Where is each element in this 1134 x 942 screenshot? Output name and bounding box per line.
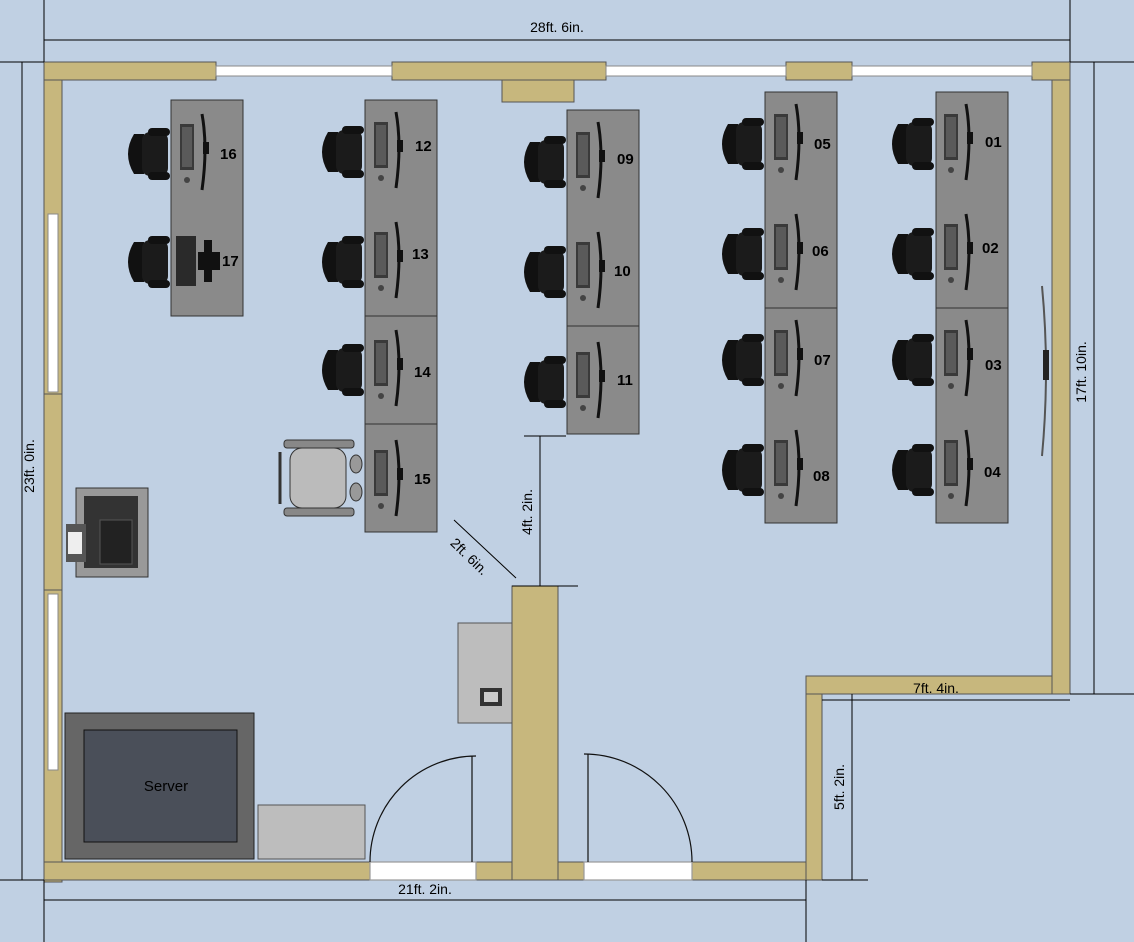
workstation-number: 15	[414, 471, 431, 488]
workstation-16: 16	[128, 112, 237, 192]
dimension-left-height: 23ft. 0in.	[21, 439, 37, 493]
workstation-number: 06	[812, 243, 829, 260]
windows	[43, 65, 1033, 771]
workstation-number: 07	[814, 352, 831, 369]
workstation-12: 12	[322, 110, 432, 190]
workstation-03: 03	[892, 318, 1002, 398]
dimension-notch-height: 5ft. 2in.	[831, 764, 847, 810]
workstation-11: 11	[524, 340, 633, 420]
workstation-number: 12	[415, 138, 432, 155]
workstation-number: 14	[414, 364, 431, 381]
workstation-07: 07	[722, 318, 831, 398]
workstation-number: 05	[814, 136, 831, 153]
workstation-14: 14	[322, 328, 431, 408]
workstation-06: 06	[722, 212, 829, 292]
workstation-number: 03	[985, 357, 1002, 374]
workstation-number: 10	[614, 263, 631, 280]
workstation-01: 01	[892, 102, 1002, 182]
dimension-right-height: 17ft. 10in.	[1073, 341, 1089, 403]
workstation-number: 11	[617, 372, 633, 389]
dimension-diagonal: 2ft. 6in.	[447, 535, 491, 578]
workstation-number: 01	[985, 134, 1002, 151]
dimension-aisle: 4ft. 2in.	[519, 489, 535, 535]
workstation-number: 16	[220, 146, 237, 163]
workstation-09: 09	[524, 120, 634, 200]
workstation-number: 08	[813, 468, 830, 485]
workstation-13: 13	[322, 220, 429, 300]
workstation-05: 05	[722, 102, 831, 182]
server-label: Server	[144, 778, 188, 795]
dimension-top-width: 28ft. 6in.	[530, 19, 584, 35]
dimension-notch-width: 7ft. 4in.	[913, 680, 959, 696]
workstation-02: 02	[892, 212, 999, 292]
workstation-number: 02	[982, 240, 999, 257]
workstation-number: 09	[617, 151, 634, 168]
storage-cabinet	[257, 804, 366, 860]
workstation-10: 10	[524, 230, 631, 310]
printer	[66, 487, 149, 578]
desks	[170, 91, 1009, 533]
wheelchair-icon	[278, 439, 363, 517]
teacher-desk	[457, 622, 513, 724]
workstation-04: 04	[892, 428, 1001, 508]
workstation-17: 17	[128, 236, 239, 288]
workstation-number: 17	[222, 253, 239, 270]
workstation-15: 15	[278, 438, 431, 518]
workstation-08: 08	[722, 428, 830, 508]
server-rack: Server	[64, 712, 255, 860]
workstation-number: 04	[984, 464, 1001, 481]
doors	[369, 753, 693, 881]
workstation-number: 13	[412, 246, 429, 263]
dimension-bottom-width: 21ft. 2in.	[398, 881, 452, 897]
wall-screen	[1041, 285, 1049, 457]
